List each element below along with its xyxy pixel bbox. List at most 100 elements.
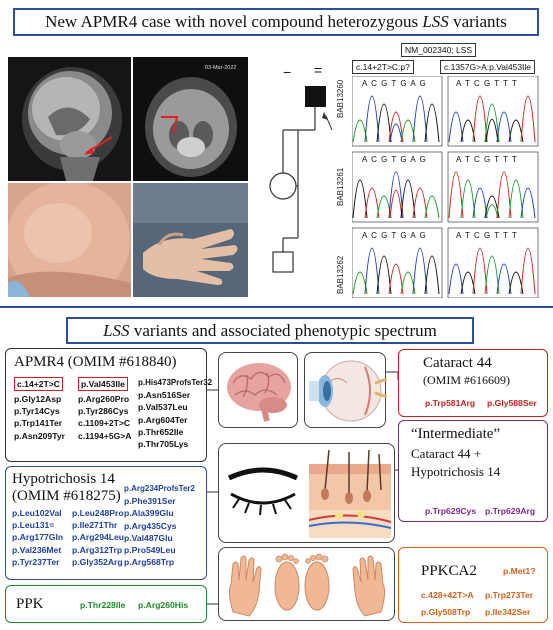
- hypo-variant-8: p.Arg294Leu: [72, 532, 125, 543]
- apmr4-variant-5: p.Asn209Tyr: [14, 430, 65, 441]
- father-square: [272, 251, 294, 273]
- section-divider: [0, 306, 553, 308]
- mri-sagittal-photo: [8, 57, 131, 181]
- intermediate-box: “Intermediate” Cataract 44 + Hypotrichos…: [398, 420, 548, 522]
- reference-label: NM_002340; LSS: [401, 43, 477, 57]
- chromatogram-peak: [364, 247, 380, 295]
- chromatogram-peak: [520, 247, 536, 295]
- hands-feet-icon: [228, 553, 386, 617]
- proband-square: [305, 86, 326, 107]
- chromatogram-het-peak: [485, 118, 499, 143]
- ppkca2-box: PPKCA2 p.Met1? c.428+42T>A p.Trp273Ter p…: [398, 547, 548, 623]
- seq-2-left: A C G T G A G: [362, 155, 427, 164]
- hypotrichosis-col2: p.Leu248Pro p.Ile271Thr p.Arg294Leu p.Ar…: [72, 507, 124, 568]
- chromatogram-frame: [352, 76, 443, 147]
- apmr4-title-text: APMR4: [14, 354, 65, 370]
- top-title: New APMR4 case with novel compound heter…: [13, 8, 539, 36]
- apmr4-variant-13: p.Val537Leu: [138, 402, 188, 413]
- skin-section-icon: [309, 450, 391, 538]
- cataract-omim: (OMIM #616609): [423, 373, 510, 387]
- variant1-label: c.14+2T>C:p?: [352, 60, 414, 74]
- chromatogram-peak: [388, 171, 404, 219]
- apmr4-title: APMR4 (OMIM #618840): [14, 353, 177, 371]
- apmr4-variant-6: p.Val453Ile: [78, 377, 128, 391]
- apmr4-col1: c.14+2T>C p.Gly12Asp p.Tyr14Cys p.Trp141…: [14, 377, 65, 442]
- top-title-prefix: New APMR4 case with novel compound heter…: [45, 12, 423, 31]
- hypo-variant-1: p.Leu102Val: [12, 508, 62, 518]
- ppk-title: PPK: [16, 596, 44, 612]
- intermediate-line2: Hypotrichosis 14: [411, 464, 501, 479]
- chromatogram-peak: [364, 187, 380, 219]
- chromatogram-peak: [460, 179, 476, 219]
- hypotrichosis-col3: p.Arg234ProfsTer2 p.Phe391Ser p.Ala399Gl…: [124, 483, 195, 568]
- apmr4-variant-9: c.1109+2T>C: [78, 418, 131, 429]
- seq-3-left: A C G T G A G: [362, 231, 427, 240]
- seq-3-right: A T C G T T T: [456, 231, 518, 240]
- eye-icon-box: [304, 352, 388, 428]
- apmr4-variant-7: p.Arg260Pro: [78, 394, 130, 404]
- hypo-variant-6: p.Leu248Pro: [72, 508, 124, 518]
- ppkca2-variant-4: p.Ile342Ser: [485, 607, 531, 617]
- chromatogram-peak: [496, 263, 512, 295]
- top-title-suffix: variants: [448, 12, 507, 31]
- chromatogram-peak: [388, 263, 404, 295]
- intermediate-title: “Intermediate”: [411, 426, 501, 442]
- chromatogram-peak: [520, 187, 536, 219]
- mid-title-suffix: variants and associated phenotypic spect…: [129, 321, 437, 340]
- mri-date-label: 03-Mar-2022: [205, 65, 237, 71]
- hypo-variant-12: p.Phe391Ser: [124, 496, 176, 507]
- apmr4-variant-16: p.Thr705Lys: [138, 439, 189, 450]
- eye-icon: [309, 360, 388, 422]
- hypo-variant-15: p.Val487Glu: [124, 532, 173, 543]
- chromatogram-frame: [447, 151, 539, 223]
- cataract-box: Cataract 44 (OMIM #616609) p.Trp581Arg p…: [398, 349, 548, 417]
- apmr4-col3: p.His473ProfsTer32 p.Asn516Ser p.Val537L…: [138, 377, 212, 450]
- seq-1-left: A C G T G A G: [362, 79, 427, 88]
- chromatogram-peak: [496, 111, 512, 143]
- mid-title-gene: LSS: [103, 321, 130, 340]
- hypo-variant-3: p.Arg177Gln: [12, 532, 64, 543]
- hypo-variant-4: p.Val236Met: [12, 544, 62, 555]
- chromatogram-peak: [412, 247, 428, 295]
- apmr4-variant-15: p.Thr652Ile: [138, 426, 184, 437]
- apmr4-variant-10: c.1194+5G>A: [78, 430, 132, 441]
- chromatogram-panel: [352, 76, 539, 298]
- apmr4-variant-12: p.Asn516Ser: [138, 390, 191, 401]
- intermediate-variant-2: p.Trp629Arg: [485, 506, 536, 516]
- ppkca2-variant-2: p.Trp273Ter: [485, 590, 534, 600]
- hypo-variant-13: p.Ala399Glu: [124, 508, 174, 519]
- chromatogram-peak: [424, 103, 440, 143]
- chromatogram-peak: [400, 179, 416, 219]
- seq-2-right: A T C G T T T: [456, 155, 518, 164]
- apmr4-variant-8: p.Tyr286Cys: [78, 406, 129, 417]
- hypotrichosis-title: Hypotrichosis 14: [12, 471, 115, 487]
- apmr4-box: APMR4 (OMIM #618840) c.14+2T>C p.Gly12As…: [5, 348, 212, 462]
- cataract-title: Cataract 44: [423, 355, 492, 371]
- mri-axial-photo: 03-Mar-2022: [133, 57, 248, 181]
- top-title-gene: LSS: [422, 12, 449, 31]
- intermediate-variant-1: p.Trp629Cys: [425, 506, 477, 516]
- mid-title: LSS variants and associated phenotypic s…: [66, 317, 474, 344]
- apmr4-variant-14: p.Arg604Ter: [138, 414, 188, 425]
- chromatogram-peak: [424, 255, 440, 295]
- pedigree-chart: [269, 86, 333, 273]
- chromatogram-peak: [484, 255, 500, 295]
- chromatogram-peak: [484, 103, 500, 143]
- ppk-variant-1: p.Thr228Ile: [80, 600, 126, 610]
- chromatogram-peak: [352, 179, 368, 219]
- hand-photo: [133, 183, 248, 297]
- seq-1-right: A T C G T T T: [456, 79, 518, 88]
- chromatogram-peak: [472, 247, 488, 295]
- apmr4-col2: p.Val453Ile p.Arg260Pro p.Tyr286Cys c.11…: [78, 377, 132, 442]
- chromatogram-peak: [496, 171, 512, 219]
- cataract-variant-2: p.Gly588Ser: [487, 398, 537, 408]
- chromatogram-frame: [352, 151, 443, 223]
- hypo-variant-7: p.Ile271Thr: [72, 520, 118, 531]
- apmr4-variant-2: p.Gly12Asp: [14, 394, 62, 404]
- brain-icon: [227, 363, 291, 422]
- chromatogram-peak: [376, 103, 392, 143]
- hypotrichosis-col1: p.Leu102Val p.Leu131= p.Arg177Gln p.Val2…: [12, 507, 63, 568]
- ppkca2-title: PPKCA2: [421, 563, 477, 579]
- ppkca2-variant-3: p.Gly508Trp: [421, 607, 471, 617]
- chromatogram-peak: [508, 179, 524, 219]
